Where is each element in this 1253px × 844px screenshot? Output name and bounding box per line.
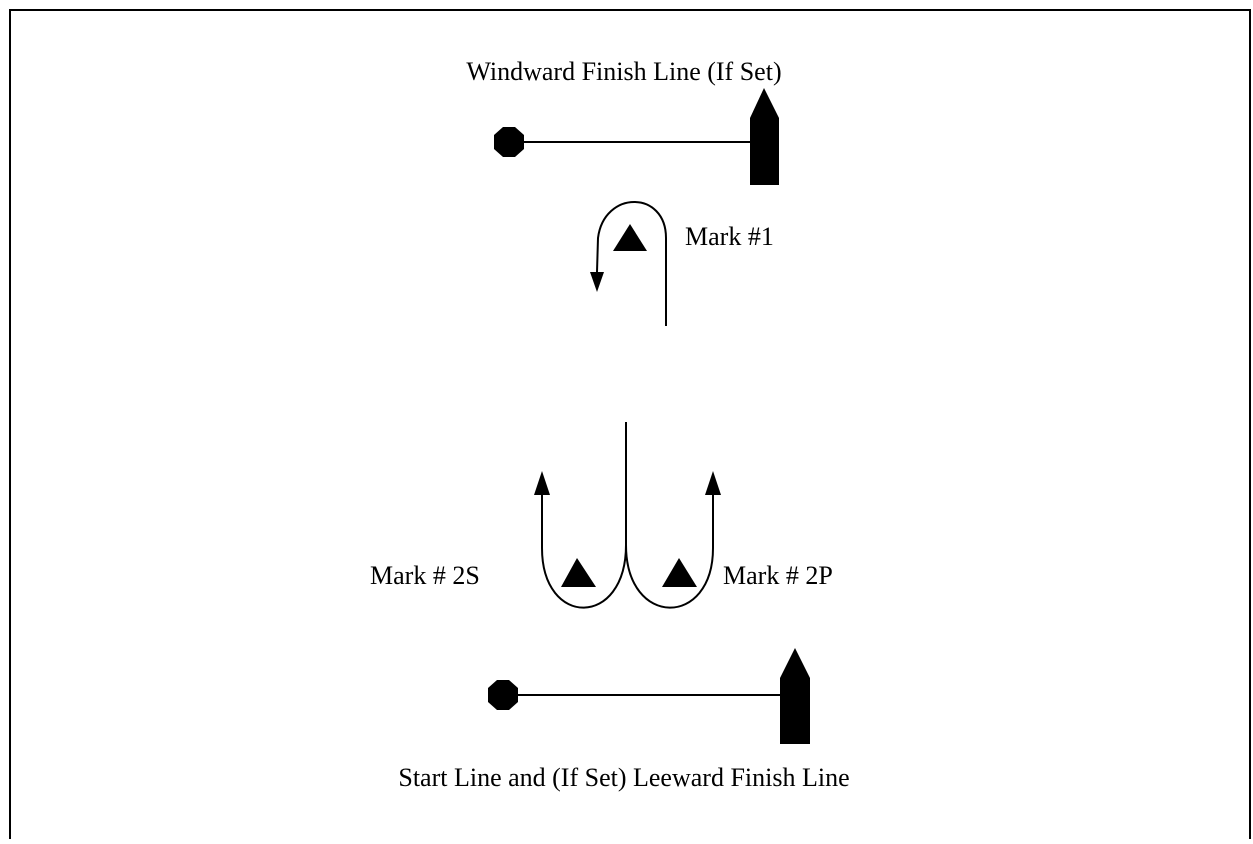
start-line-label: Start Line and (If Set) Leeward Finish L…	[398, 763, 849, 792]
diagram-border	[9, 9, 1251, 844]
octagon-buoy-icon	[494, 127, 524, 157]
windward-finish-line-label: Windward Finish Line (If Set)	[466, 57, 781, 86]
mark-1-label: Mark #1	[685, 222, 774, 251]
arrowhead-icon	[534, 471, 550, 495]
arrowhead-icon	[590, 272, 604, 292]
mark-2p-label: Mark # 2P	[723, 561, 833, 590]
triangle-mark-icon	[613, 224, 647, 251]
mark-2p-rounding-path	[625, 492, 714, 609]
mark-1-rounding-path	[596, 201, 667, 326]
octagon-buoy-icon	[488, 680, 518, 710]
start-line	[488, 648, 810, 744]
triangle-mark-icon	[662, 558, 697, 587]
mark-1-group: Mark #1	[590, 201, 774, 326]
mark-2s-rounding-path	[541, 422, 627, 609]
triangle-mark-icon	[561, 558, 596, 587]
windward-finish-line	[494, 88, 779, 185]
arrowhead-icon	[705, 471, 721, 495]
mark-2s-label: Mark # 2S	[370, 561, 480, 590]
gate-group: Mark # 2S Mark # 2P	[370, 422, 833, 609]
committee-boat-icon	[750, 88, 779, 185]
committee-boat-icon	[780, 648, 810, 744]
